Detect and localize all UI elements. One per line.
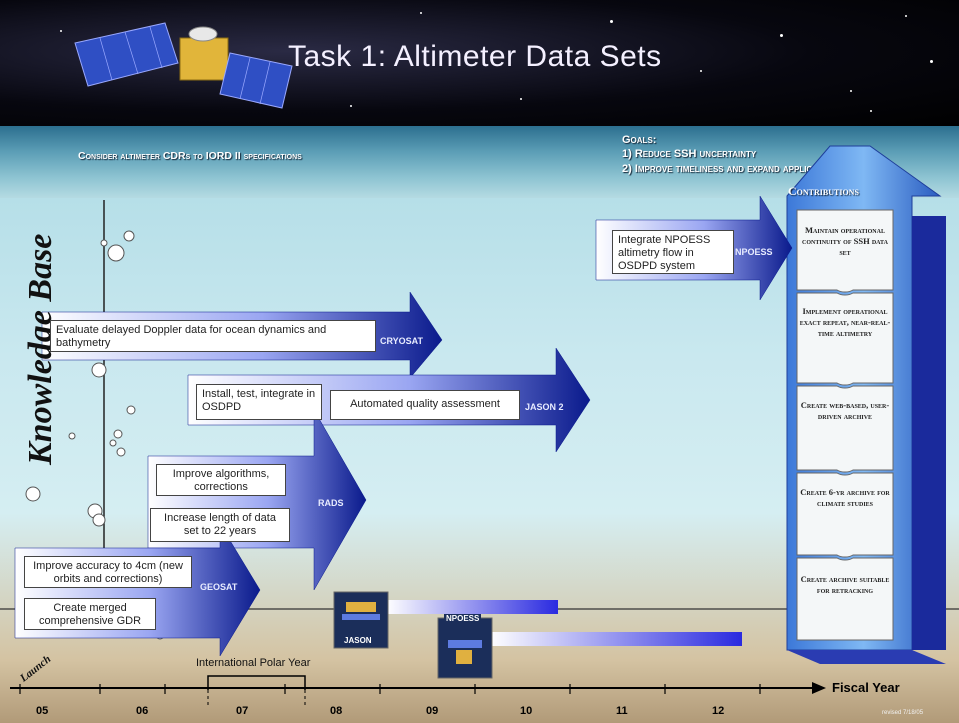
- fiscal-year-axis-label: Fiscal Year: [832, 680, 900, 695]
- goals-label: Goals:: [622, 134, 657, 146]
- geosat-task-box-2: Create merged comprehensive GDR: [24, 598, 156, 630]
- satellite-icon: [74, 22, 293, 109]
- jason2-arrow-label: JASON 2: [525, 402, 564, 412]
- goal-1: 1) Reduce SSH uncertainty: [622, 148, 757, 160]
- jason-mission-label: JASON: [344, 636, 372, 645]
- fy-tick-07: 07: [236, 705, 249, 717]
- rads-arrow-label: RADS: [318, 498, 344, 508]
- geosat-arrow-label: GEOSAT: [200, 582, 238, 592]
- fy-tick-12: 12: [712, 705, 725, 717]
- contribution-2: Implement operational exact repeat, near…: [799, 306, 891, 338]
- fy-tick-08: 08: [330, 705, 343, 717]
- fy-tick-05: 05: [36, 705, 49, 717]
- jason2-task-box-1: Install, test, integrate in OSDPD: [196, 384, 322, 420]
- fy-tick-06: 06: [136, 705, 149, 717]
- cryosat-arrow-label: CRYOSAT: [380, 336, 424, 346]
- goal-2: 2) Improve timeliness and expand applica…: [622, 163, 842, 175]
- npoess-arrow-label: NPOESS: [735, 247, 773, 257]
- cryosat-task-box: Evaluate delayed Doppler data for ocean …: [50, 320, 376, 352]
- contribution-1: Maintain operational continuity of SSH d…: [802, 225, 888, 257]
- contributions-label: Contributions: [788, 184, 859, 198]
- rads-task-box-2: Increase length of data set to 22 years: [150, 508, 290, 542]
- contribution-5: Create archive suitable for retracking: [800, 574, 890, 595]
- fy-tick-09: 09: [426, 705, 439, 717]
- jason2-task-box-2: Automated quality assessment: [330, 390, 520, 420]
- fy-tick-11: 11: [616, 705, 628, 717]
- npoess-task-box: Integrate NPOESS altimetry flow in OSDPD…: [612, 230, 734, 274]
- npoess-mission-label: NPOESS: [444, 614, 482, 623]
- geosat-task-box-1: Improve accuracy to 4cm (new orbits and …: [24, 556, 192, 588]
- revised-note: revised 7/18/05: [882, 710, 924, 716]
- contribution-4: Create 6-yr archive for climate studies: [800, 487, 890, 508]
- polar-year-label: International Polar Year: [196, 657, 311, 669]
- rads-task-box-1: Improve algorithms, corrections: [156, 464, 286, 496]
- fy-tick-10: 10: [520, 705, 533, 717]
- iord-note: Consider altimeter CDRs to IORD II speci…: [78, 150, 302, 162]
- contribution-3: Create web-based, user-driven archive: [800, 400, 890, 421]
- slide-title: Task 1: Altimeter Data Sets: [288, 40, 662, 73]
